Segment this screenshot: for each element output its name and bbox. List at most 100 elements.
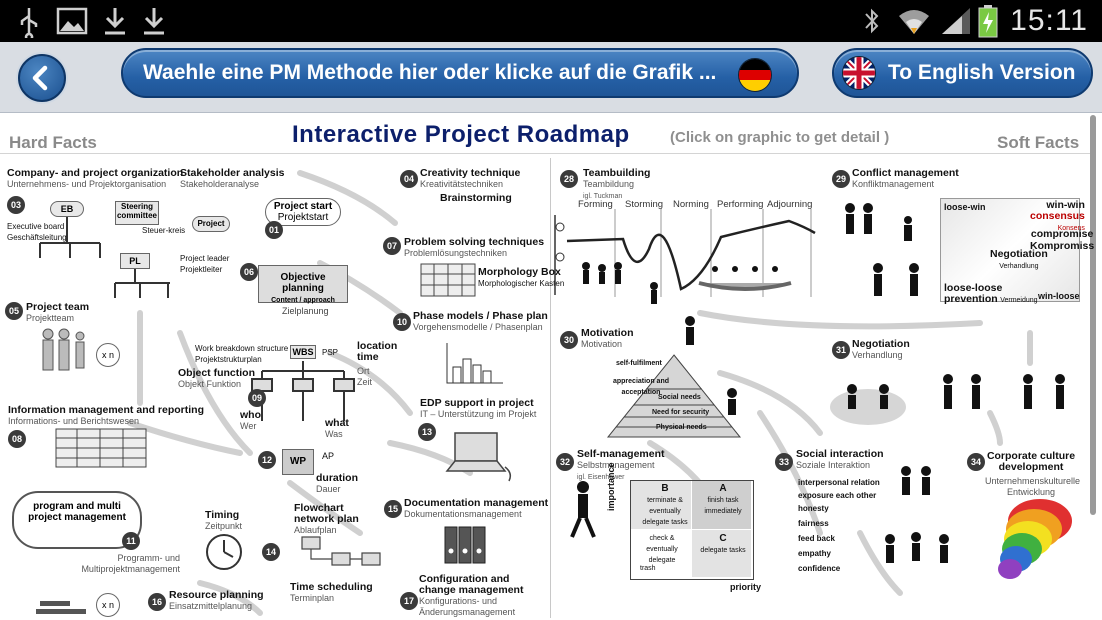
scrollbar[interactable]: [1090, 115, 1096, 515]
badge-31: 31: [832, 341, 850, 359]
roadmap-item-12[interactable]: WP: [282, 449, 314, 475]
tuckman-stage-forming: Forming: [578, 199, 613, 210]
badge-13: 13: [418, 423, 436, 441]
badge-30: 30: [560, 331, 578, 349]
report-table-graphic: [55, 428, 147, 468]
org-steering-box: Steering committee: [115, 201, 159, 225]
back-button[interactable]: [18, 54, 66, 102]
tuckman-stage-norming: Norming: [673, 199, 709, 210]
badge-08: 08: [8, 430, 26, 448]
social-people-icon: [885, 466, 949, 563]
social-skill-4: fairness: [798, 519, 829, 528]
hard-facts-heading: Hard Facts: [9, 133, 97, 152]
method-select-button[interactable]: Waehle eine PM Methode hier oder klicke …: [121, 48, 799, 98]
morphology-grid-graphic: [420, 263, 476, 297]
wbs-tree-graphic: [251, 361, 355, 421]
badge-11: 11: [122, 532, 140, 550]
quad-c: [692, 530, 751, 577]
chevron-left-icon: [32, 65, 48, 91]
badge-04: 04: [400, 170, 418, 188]
zielplanung-label: Zielplanung: [282, 306, 329, 316]
badge-17: 17: [400, 592, 418, 610]
tuckman-stage-adjourning: Adjourning: [767, 199, 813, 210]
maslow-security: Need for security: [652, 409, 710, 416]
team-people-icon: [42, 328, 85, 371]
roadmap-graphic[interactable]: Hard Facts Interactive Project Roadmap (…: [0, 113, 1102, 620]
roadmap-title: Interactive Project Roadmap: [292, 121, 630, 148]
phase-bar-chart-graphic: [446, 343, 503, 384]
teambuilding-curve-graphic: [554, 209, 816, 297]
method-select-label: Waehle eine PM Methode hier oder klicke …: [143, 61, 717, 84]
badge-10: 10: [393, 313, 411, 331]
badge-16: 16: [148, 593, 166, 611]
location-time-label: location time: [357, 340, 398, 363]
download-icon-2: [144, 8, 164, 35]
uk-flag-icon: [842, 56, 876, 90]
org-eb-box: EB: [50, 201, 84, 217]
social-skill-2: exposure each other: [798, 491, 877, 500]
badge-14: 14: [262, 543, 280, 561]
flow-arrows: [127, 170, 1033, 616]
org-chart-graphic: [39, 217, 170, 298]
badge-01: 01: [265, 221, 283, 239]
maslow-appreciation: appreciation and acceptation: [612, 378, 669, 396]
social-skill-5: feed back: [798, 534, 835, 543]
english-version-button[interactable]: To English Version: [832, 48, 1093, 98]
quad-trash-label: trash: [640, 565, 656, 572]
ap-label: AP: [322, 451, 335, 461]
team-multiplier: x n: [96, 343, 120, 367]
hard-soft-divider: [550, 158, 551, 618]
badge-03: 03: [7, 196, 25, 214]
brainstorming-label: Brainstorming: [440, 192, 512, 204]
maslow-self-fulfilment: self-fulfilment: [616, 360, 662, 367]
social-skill-7: confidence: [798, 564, 841, 573]
quad-b: [631, 481, 691, 529]
quad-a: [692, 481, 751, 529]
wbs-box: WBS: [290, 345, 316, 359]
maslow-social: Social needs: [658, 394, 701, 401]
psp-label: PSP: [322, 348, 339, 357]
wifi-icon: [899, 10, 929, 34]
badge-15: 15: [384, 500, 402, 518]
usb-icon: [20, 8, 38, 38]
clock-icon: [206, 534, 242, 570]
roadmap-item-11[interactable]: program and multi project management: [12, 491, 142, 549]
network-plan-graphic: [301, 536, 381, 566]
maslow-physical: Physical needs: [656, 424, 707, 431]
social-skill-6: empathy: [798, 549, 831, 558]
signal-icon: [942, 8, 970, 34]
laptop-icon: [445, 432, 512, 482]
bluetooth-icon: [865, 8, 879, 34]
